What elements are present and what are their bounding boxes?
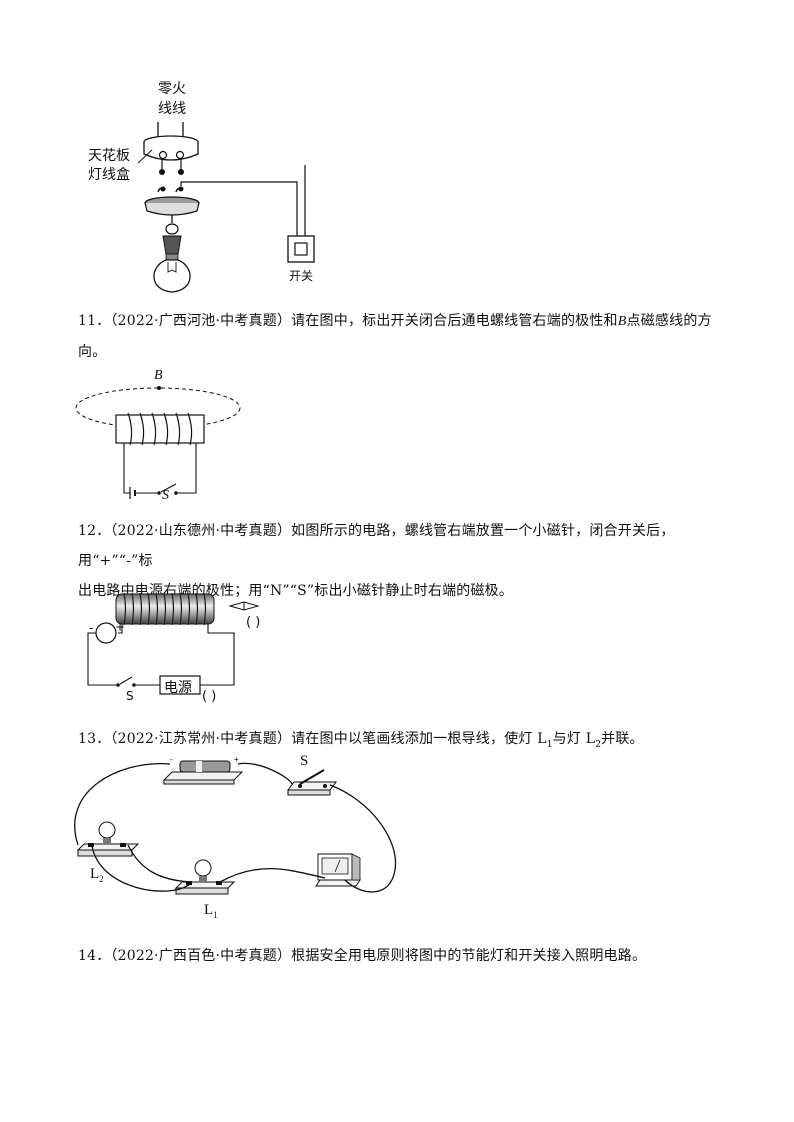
question-text: 根据安全用电原则将图中的节能灯和开关接入照明电路。	[291, 948, 647, 964]
question-text: 请在图中，标出开关闭合后通电螺线管右端的极性和	[291, 313, 618, 329]
minus-sign: -	[89, 621, 94, 635]
compass-paren: ( )	[246, 615, 261, 630]
question-number: 12．	[78, 523, 111, 539]
question-number: 13．	[78, 731, 111, 747]
figure-solenoid-compass: A - + ( ) 电源 ( ) S	[0, 585, 794, 715]
question-number: 14．	[78, 948, 111, 964]
question-12: 12．（2022·山东德州·中考真题）如图所示的电路，螺线管右端放置一个小磁针，…	[78, 516, 728, 606]
question-source: （2022·广西河池·中考真题）	[110, 313, 292, 329]
lamp-l2-sub: 2	[99, 874, 104, 884]
ceiling-lamp-drawing	[137, 122, 315, 293]
plus-sign: +	[115, 620, 126, 634]
lamp-l1-letter: L	[204, 902, 214, 918]
switch-s-label: S	[126, 689, 134, 703]
svg-text:-: -	[170, 755, 173, 764]
figure-solenoid: B S	[0, 360, 794, 510]
wire-label-line1: 零火	[158, 81, 186, 97]
lamp-l2-letter: L	[90, 866, 100, 882]
question-text: 请在图中以笔画线添加一根导线，使灯 L	[291, 731, 547, 747]
subscript-1: 1	[546, 739, 553, 750]
parallel-circuit-drawing: - +	[74, 755, 397, 895]
switch-label: 开关	[289, 269, 314, 283]
question-text-end: 并联。	[601, 731, 644, 747]
solenoid-compass-drawing	[87, 592, 260, 695]
question-text-cont: 与灯 L	[552, 731, 596, 747]
question-14: 14．（2022·广西百色·中考真题）根据安全用电原则将图中的节能灯和开关接入照…	[78, 941, 728, 971]
wire-label-line2: 线线	[158, 101, 186, 117]
question-text-cont: 点磁感线的方	[626, 313, 712, 329]
lamp-l1-sub: 1	[213, 910, 218, 920]
question-source: （2022·山东德州·中考真题）	[110, 523, 292, 539]
svg-text:+: +	[234, 755, 239, 764]
power-paren: ( )	[202, 689, 217, 704]
question-number: 11．	[78, 313, 111, 329]
question-text-end: 向。	[78, 344, 107, 360]
lamp-l2-label: L2	[90, 866, 104, 884]
power-label: 电源	[164, 680, 192, 696]
question-source: （2022·广西百色·中考真题）	[110, 948, 292, 964]
figure-ceiling-lamp-circuit: 零火 线线 天花板 灯线盒 开关	[0, 0, 794, 300]
solenoid-drawing	[75, 386, 241, 499]
point-b-label: B	[154, 368, 163, 383]
switch-s-label: S	[300, 753, 309, 769]
subscript-2: 2	[595, 739, 602, 750]
question-13: 13．（2022·江苏常州·中考真题）请在图中以笔画线添加一根导线，使灯 L1与…	[78, 724, 728, 760]
switch-s-label: S	[162, 488, 169, 503]
question-source: （2022·江苏常州·中考真题）	[110, 731, 292, 747]
lamp-l1-label: L1	[204, 902, 218, 920]
question-text: 如图所示的电路，螺线管右端放置一个小磁针，闭合开关后，用“+”“-”标	[78, 523, 675, 569]
figure-parallel-lamps: S L2 L1 - +	[0, 750, 794, 930]
point-b-variable: B	[617, 314, 627, 329]
box-label-line1: 天花板	[88, 148, 130, 164]
box-label-line2: 灯线盒	[88, 167, 130, 183]
question-11: 11．（2022·广西河池·中考真题）请在图中，标出开关闭合后通电螺线管右端的极…	[78, 306, 728, 367]
